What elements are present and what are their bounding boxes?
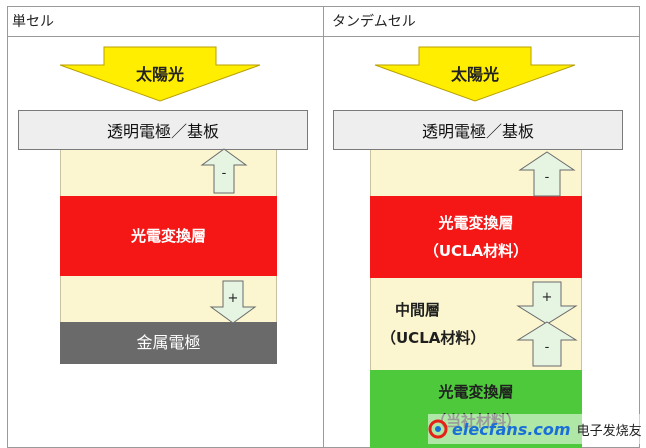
single-cell-header: 単セル bbox=[12, 14, 54, 30]
top-conversion-layer-tandem: 光電変換層 （UCLA材料） bbox=[370, 196, 582, 278]
conversion-layer-single-label: 光電変換層 bbox=[130, 226, 206, 245]
minus-sign-tandem-top: - bbox=[544, 170, 550, 185]
metal-electrode-label: 金属電極 bbox=[136, 332, 201, 352]
minus-sign-tandem-bottom: - bbox=[544, 340, 550, 355]
top-conversion-layer-label: 光電変換層 bbox=[438, 213, 514, 232]
watermark-logo: elecfans.com 电子发烧友 bbox=[428, 414, 642, 444]
up-arrow-tandem-top bbox=[518, 151, 576, 197]
sunlight-label-tandem: 太陽光 bbox=[450, 65, 499, 84]
watermark-swirl-icon bbox=[428, 419, 448, 439]
up-arrow-tandem-middle bbox=[516, 321, 578, 367]
down-arrow-tandem-middle bbox=[516, 281, 578, 325]
sunlight-arrow-single bbox=[59, 46, 261, 102]
transparent-electrode-tandem: 透明電極／基板 bbox=[333, 110, 623, 150]
plus-sign-single: + bbox=[227, 291, 239, 306]
watermark-site: elecfans.com bbox=[452, 419, 571, 439]
down-arrow-single bbox=[209, 280, 257, 324]
middle-layer-material: （UCLA材料） bbox=[381, 329, 486, 347]
conversion-layer-single: 光電変換層 bbox=[60, 196, 277, 276]
watermark-chinese: 电子发烧友 bbox=[576, 423, 642, 439]
middle-layer-label: 中間層 bbox=[395, 300, 441, 319]
column-divider bbox=[323, 6, 324, 448]
sunlight-label-single: 太陽光 bbox=[135, 65, 184, 84]
plus-sign-tandem: + bbox=[541, 290, 553, 305]
tandem-cell-header: タンデムセル bbox=[332, 14, 416, 30]
minus-sign-single: - bbox=[221, 166, 227, 181]
bottom-conversion-layer-label: 光電変換層 bbox=[438, 383, 514, 401]
top-conversion-layer-material: （UCLA材料） bbox=[423, 242, 529, 260]
sunlight-arrow-tandem bbox=[374, 46, 576, 102]
metal-electrode-single: 金属電極 bbox=[60, 322, 277, 364]
cream-layer-single-top bbox=[60, 150, 277, 196]
transparent-electrode-single: 透明電極／基板 bbox=[18, 110, 308, 150]
up-arrow-single bbox=[200, 148, 248, 194]
